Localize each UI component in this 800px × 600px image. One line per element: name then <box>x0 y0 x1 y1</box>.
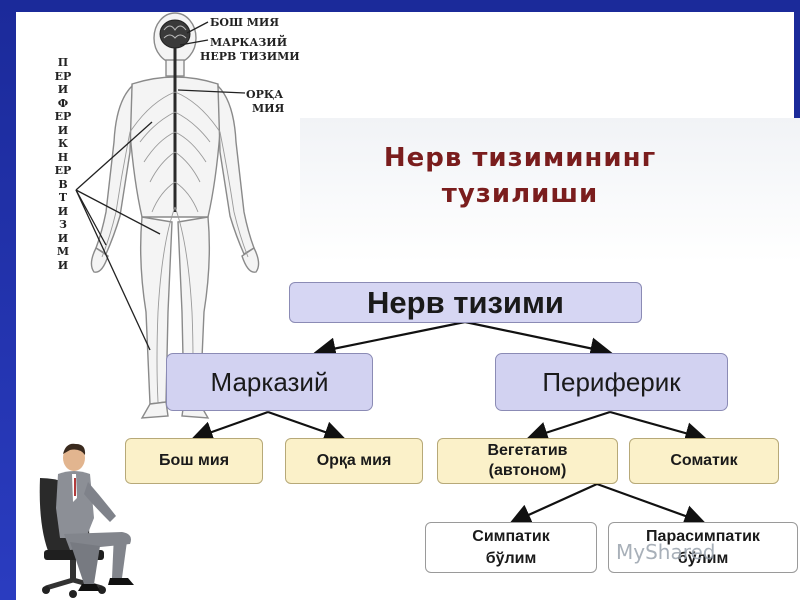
arrow-peripheral-to-somatic <box>609 410 708 444</box>
cns-figure-label-line1: МАРКАЗИЙ <box>210 36 288 49</box>
brain-figure-label: БОШ МИЯ <box>210 16 280 29</box>
spinal-figure-label-line1: ОРҚА <box>246 88 284 101</box>
node-sympathetic-label: Симпатик бўлим <box>472 527 550 567</box>
seated-man-illustration <box>39 443 134 598</box>
node-central: Марказий <box>166 353 373 411</box>
node-brain-label: Бош мия <box>158 452 230 469</box>
arrow-central-to-spinal <box>267 410 347 443</box>
arrow-vegetative-to-parasympathetic <box>596 482 707 527</box>
arrow-root-to-peripheral <box>464 320 613 360</box>
slide-title: Нерв тизимининг тузилиши <box>383 143 657 209</box>
node-somatic-label: Соматик <box>670 452 738 469</box>
node-nervous-system: Нерв тизими <box>289 282 642 323</box>
node-sympathetic: Симпатик бўлим <box>425 522 597 573</box>
node-parasympathetic-label: Парасимпатик бўлим <box>646 527 760 567</box>
arrow-central-to-brain <box>190 410 269 443</box>
human-nervous-system-figure <box>90 12 260 419</box>
spinal-figure-label-line2: МИЯ <box>252 102 285 115</box>
node-brain: Бош мия <box>125 438 263 484</box>
slide-left-border <box>0 0 16 600</box>
node-parasympathetic: Парасимпатик бўлим <box>608 522 798 573</box>
node-nervous-system-label: Нерв тизими <box>367 284 564 320</box>
node-vegetative-label: Вегетатив (автоном) <box>487 442 568 479</box>
cns-figure-label-line2: НЕРВ ТИЗИМИ <box>200 50 300 63</box>
node-somatic: Соматик <box>629 438 779 484</box>
watermark: MyShared <box>616 540 716 564</box>
node-central-label: Марказий <box>210 366 329 397</box>
node-spinal-cord-label: Орқа мия <box>316 452 392 469</box>
arrow-peripheral-to-vegetative <box>525 410 611 444</box>
node-vegetative: Вегетатив (автоном) <box>437 438 618 484</box>
node-peripheral: Периферик <box>495 353 728 411</box>
slide-top-border <box>0 0 800 12</box>
pns-vertical-label: ПЕРИФЕРИК НЕРВ ТИЗИМИ <box>54 56 72 272</box>
arrow-vegetative-to-sympathetic <box>508 482 598 525</box>
node-peripheral-label: Периферик <box>542 366 681 397</box>
node-spinal-cord: Орқа мия <box>285 438 423 484</box>
arrow-root-to-central <box>313 320 466 360</box>
